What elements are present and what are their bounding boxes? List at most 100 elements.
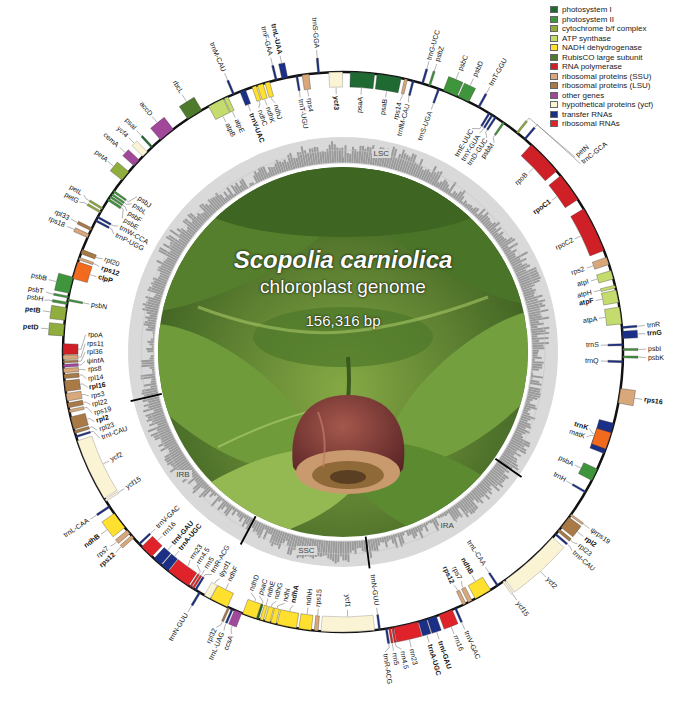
leader-line xyxy=(83,402,90,405)
gene-label: psbH xyxy=(26,293,43,304)
legend-row: other genes xyxy=(550,91,653,101)
gene-label: ycf1 xyxy=(343,595,351,608)
gc-bar xyxy=(427,521,430,523)
gc-bar xyxy=(233,507,235,509)
leader-line xyxy=(493,135,494,143)
leader-line xyxy=(80,384,87,387)
leader-line xyxy=(427,635,429,642)
leader-line xyxy=(596,299,602,300)
gc-bar xyxy=(153,278,166,283)
legend-text: ribosomal proteins (LSU) xyxy=(562,81,650,90)
gene-block xyxy=(64,379,80,391)
leader-line xyxy=(90,427,98,430)
gc-bar xyxy=(359,146,360,163)
gc-bar xyxy=(532,361,543,364)
gc-bar xyxy=(234,194,235,196)
legend-swatch xyxy=(550,35,558,42)
leader-line xyxy=(552,197,557,201)
gene-block xyxy=(113,191,126,201)
gc-bar xyxy=(424,523,428,531)
gc-bar xyxy=(532,333,549,335)
gc-bar xyxy=(532,350,538,352)
gene-block xyxy=(63,367,78,372)
leader-line xyxy=(587,435,594,437)
gene-block xyxy=(71,413,89,429)
gc-bar xyxy=(388,536,391,540)
leader-line xyxy=(223,116,226,122)
gc-bar xyxy=(142,362,154,365)
leader-line xyxy=(129,138,134,143)
gc-bar xyxy=(382,537,383,542)
gene-label: rrn16 xyxy=(451,634,464,652)
gene-label: accD xyxy=(138,100,154,117)
gene-label: rrn23 xyxy=(408,648,419,666)
gc-bar xyxy=(444,512,446,516)
leader-line xyxy=(462,623,465,630)
gc-bar xyxy=(305,150,308,165)
gene-block xyxy=(50,305,67,320)
gc-bar xyxy=(211,490,213,492)
legend-row: RubisCO large subunit xyxy=(550,53,653,63)
gc-bar xyxy=(379,538,382,542)
gc-bar xyxy=(532,357,541,359)
legend-row: photosystem I xyxy=(550,5,653,15)
leader-line xyxy=(111,225,118,227)
gene-block xyxy=(141,136,153,148)
gene-block xyxy=(622,330,637,338)
gc-bar xyxy=(394,535,398,548)
gc-bar xyxy=(332,141,333,162)
leader-line xyxy=(316,50,318,57)
gc-bar xyxy=(416,527,418,532)
gene-label: rps4 xyxy=(305,98,315,113)
gc-bar xyxy=(532,342,549,345)
gc-bar xyxy=(211,496,220,506)
gc-bar xyxy=(523,410,528,411)
leader-line xyxy=(188,560,191,566)
leader-line xyxy=(248,105,250,111)
gc-bar xyxy=(438,516,439,518)
gc-bar xyxy=(146,348,153,350)
leader-line xyxy=(103,461,109,464)
gc-bar xyxy=(153,332,155,334)
leader-line xyxy=(204,574,212,576)
leader-line xyxy=(601,345,608,346)
gene-label: rps8 xyxy=(87,365,101,374)
gene-label: ndhH xyxy=(304,588,314,606)
gc-bar xyxy=(248,186,250,189)
gene-label: psaB xyxy=(379,99,390,116)
gene-label: psbB xyxy=(30,272,47,284)
gene-block xyxy=(592,428,612,449)
gc-bar xyxy=(155,295,161,297)
legend-row: cytochrome b/f complex xyxy=(550,24,653,34)
gene-label: psbA xyxy=(557,454,575,468)
gc-bar xyxy=(152,346,154,348)
gene-label: rbcL xyxy=(170,80,184,96)
gc-bar xyxy=(525,406,537,410)
gene-block xyxy=(549,176,578,208)
gc-bar xyxy=(152,334,155,336)
legend-text: hypothetical proteins (ycf) xyxy=(562,100,653,109)
legend-text: ribosomal proteins (SSU) xyxy=(562,72,651,81)
gc-bar xyxy=(254,182,256,185)
gc-bar xyxy=(237,510,238,512)
leader-line xyxy=(201,570,204,576)
gene-block xyxy=(517,120,528,133)
leader-line xyxy=(486,87,490,94)
leader-line xyxy=(182,95,186,101)
gc-bar xyxy=(519,423,531,428)
leader-line xyxy=(535,125,581,164)
leader-line xyxy=(277,603,284,608)
leader-line xyxy=(259,101,260,108)
gc-bar xyxy=(323,151,324,163)
gc-bar xyxy=(317,147,319,164)
gene-label: trnH xyxy=(551,470,566,484)
leader-line xyxy=(575,465,581,468)
flower-throat xyxy=(330,470,366,484)
gene-label: trnN-GUU xyxy=(168,612,191,643)
gc-bar xyxy=(531,331,545,332)
gene-block xyxy=(243,599,261,618)
gc-bar xyxy=(411,529,415,538)
gene-block xyxy=(592,257,609,269)
leader-line xyxy=(152,117,157,123)
leader-line xyxy=(529,168,534,173)
